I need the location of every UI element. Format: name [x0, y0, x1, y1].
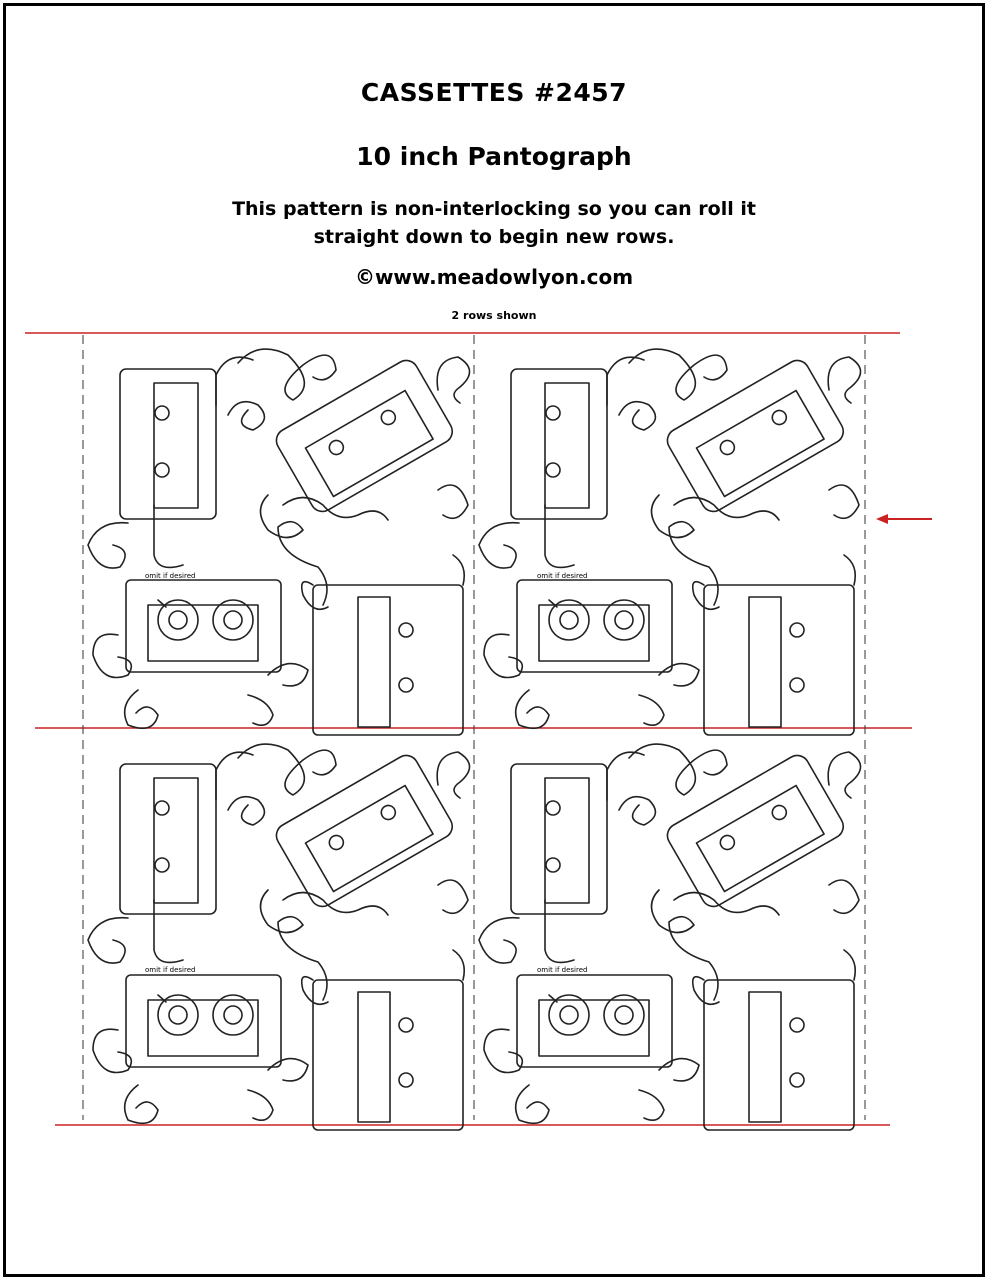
page-border — [3, 3, 985, 1277]
description-line-2: straight down to begin new rows. — [313, 226, 675, 248]
pattern-repeat-3 — [87, 743, 471, 1131]
omit-note-1: omit if desired — [145, 572, 195, 580]
description-line-1: This pattern is non-interlocking so you … — [232, 198, 756, 220]
repeat-separators — [82, 335, 866, 1120]
row-start-arrow-icon — [876, 514, 932, 524]
pattern-description: This pattern is non-interlocking so you … — [0, 195, 988, 251]
copyright-text: ©www.meadowlyon.com — [354, 265, 634, 289]
omit-note-4: omit if desired — [537, 966, 587, 974]
omit-note-3: omit if desired — [145, 966, 195, 974]
pattern-title: CASSETTES #2457 — [360, 78, 628, 107]
omit-note-2: omit if desired — [537, 572, 587, 580]
pattern-subtitle: 10 inch Pantograph — [356, 142, 632, 171]
pattern-repeat-2 — [478, 348, 862, 736]
pattern-repeat-4 — [478, 743, 862, 1131]
rows-shown-note: 2 rows shown — [451, 309, 537, 322]
pattern-repeat-1 — [87, 348, 471, 736]
